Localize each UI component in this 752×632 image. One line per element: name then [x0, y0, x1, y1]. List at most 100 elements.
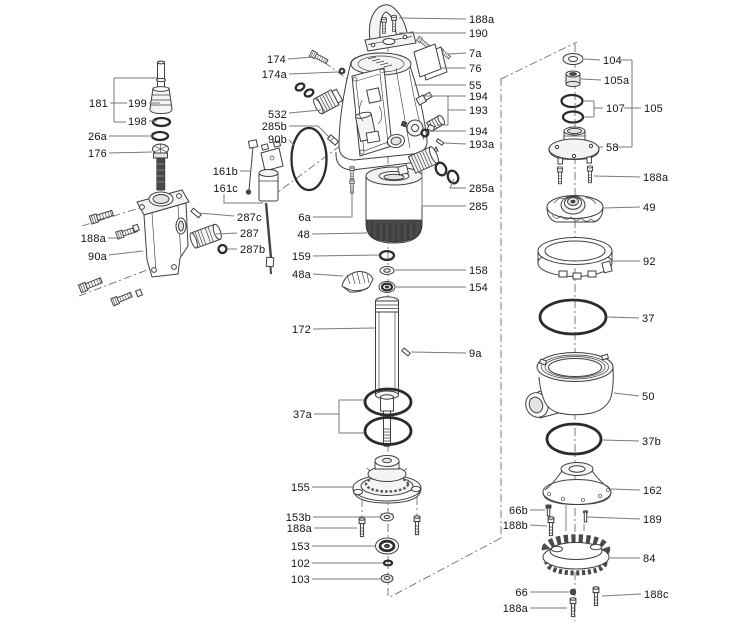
part-base-162 [542, 462, 612, 506]
leader-line-188a [398, 17, 467, 20]
part-oring-198 [151, 116, 172, 128]
leader-line-7a [447, 52, 467, 55]
callout-label-188c: 188c [644, 589, 669, 601]
callout-label-172: 172 [292, 324, 311, 336]
part-motor-housing-55 [335, 52, 432, 171]
part-washer-104 [562, 53, 584, 65]
part-screw-188c [592, 586, 600, 607]
part-oring-37 [538, 298, 608, 336]
callout-label-159: 159 [292, 251, 311, 263]
part-impeller-49 [546, 195, 604, 223]
callout-label-162: 162 [643, 485, 662, 497]
callout-label-181: 181 [89, 98, 108, 110]
callout-label-194: 194 [469, 91, 488, 103]
callout-label-49: 49 [643, 202, 656, 214]
part-rotor-172 [375, 296, 399, 447]
leader-line-172 [312, 327, 376, 330]
callout-label-103: 103 [291, 574, 310, 586]
callout-label-188a: 188a [469, 14, 495, 26]
part-orings-285a [434, 161, 460, 185]
callout-label-154: 154 [469, 282, 488, 294]
callout-label-287b: 287b [240, 244, 265, 256]
callout-label-105: 105 [644, 103, 663, 115]
callout-label-153: 153 [291, 541, 310, 553]
callout-label-285b: 285b [262, 121, 287, 133]
part-screw-66b [545, 504, 552, 517]
callout-label-188a: 188a [503, 603, 529, 615]
part-rod-161c [264, 202, 275, 275]
part-orings-107 [560, 93, 585, 124]
callout-label-285: 285 [469, 201, 488, 213]
callout-label-198: 198 [128, 116, 147, 128]
part-screws-6a [349, 165, 355, 194]
callout-label-37: 37 [642, 313, 655, 325]
part-bearing-housing-58 [548, 126, 600, 165]
part-washer-153b [380, 512, 394, 522]
callout-label-90a: 90a [88, 251, 108, 263]
callout-label-188b: 188b [503, 520, 528, 532]
callout-label-37b: 37b [642, 436, 661, 448]
callout-label-174: 174 [267, 54, 286, 66]
part-connector-285 [407, 146, 440, 174]
part-pin-193a [433, 138, 445, 152]
part-oring-287b [217, 243, 228, 255]
part-handle-190 [364, 4, 417, 52]
leader-line-287c [198, 212, 235, 217]
centerlines [78, 41, 578, 621]
leader-line-162 [610, 488, 641, 491]
leader-line-48 [311, 232, 368, 235]
part-ring-92 [537, 237, 613, 280]
leader-line-188b [529, 524, 548, 527]
leader-line-49 [602, 206, 641, 209]
part-washer-174a [338, 67, 346, 75]
part-bearing-154 [378, 281, 396, 293]
callout-label-176: 176 [88, 148, 107, 160]
part-oring-90b [290, 126, 328, 192]
part-body-90a [136, 189, 190, 278]
callout-label-193: 193 [469, 105, 488, 117]
callout-label-48a: 48a [292, 269, 312, 281]
part-screws-188a-left [77, 208, 144, 307]
leader-line-90a [108, 250, 144, 256]
leader-line-285a [449, 178, 466, 189]
leader-line-176 [108, 151, 153, 154]
callout-label-48: 48 [297, 229, 310, 241]
callout-label-90b: 90b [268, 134, 287, 146]
leader-line-48a [312, 273, 344, 277]
part-switch-lever-161b [245, 139, 259, 195]
leader-line-189 [586, 516, 641, 520]
leader-line-174 [287, 56, 314, 60]
part-assembly-lines-162-84 [565, 505, 585, 531]
part-nut-66 [569, 588, 577, 596]
parts-artwork [77, 4, 614, 618]
callout-label-285a: 285a [469, 183, 495, 195]
part-orings-37a [363, 387, 413, 446]
callout-label-188a: 188a [643, 172, 669, 184]
leader-line-285b [289, 125, 331, 139]
leader-line-37 [606, 316, 640, 319]
callout-label-84: 84 [643, 553, 656, 565]
part-valve-176 [152, 143, 169, 191]
leader-lines [108, 17, 642, 609]
callout-label-102: 102 [291, 558, 310, 570]
leader-line-287 [215, 232, 238, 235]
part-nameplates-76 [413, 43, 448, 81]
part-bushing-105a [565, 70, 581, 88]
callout-label-174a: 174a [262, 69, 288, 81]
part-seal-plate-155 [352, 455, 422, 504]
callout-label-9a: 9a [469, 348, 482, 360]
part-washer-158 [379, 266, 395, 275]
leader-line-159 [312, 254, 380, 257]
part-oring-37b [545, 422, 603, 456]
callout-label-37a: 37a [293, 409, 313, 421]
part-strainer-84 [541, 534, 611, 576]
part-oring-102 [382, 559, 394, 567]
leader-line-90b [288, 139, 295, 146]
callout-label-153b: 153b [286, 512, 311, 524]
part-handle-bolts-188a [381, 14, 397, 34]
callout-label-66: 66 [515, 587, 528, 599]
callout-label-26a: 26a [88, 131, 108, 143]
